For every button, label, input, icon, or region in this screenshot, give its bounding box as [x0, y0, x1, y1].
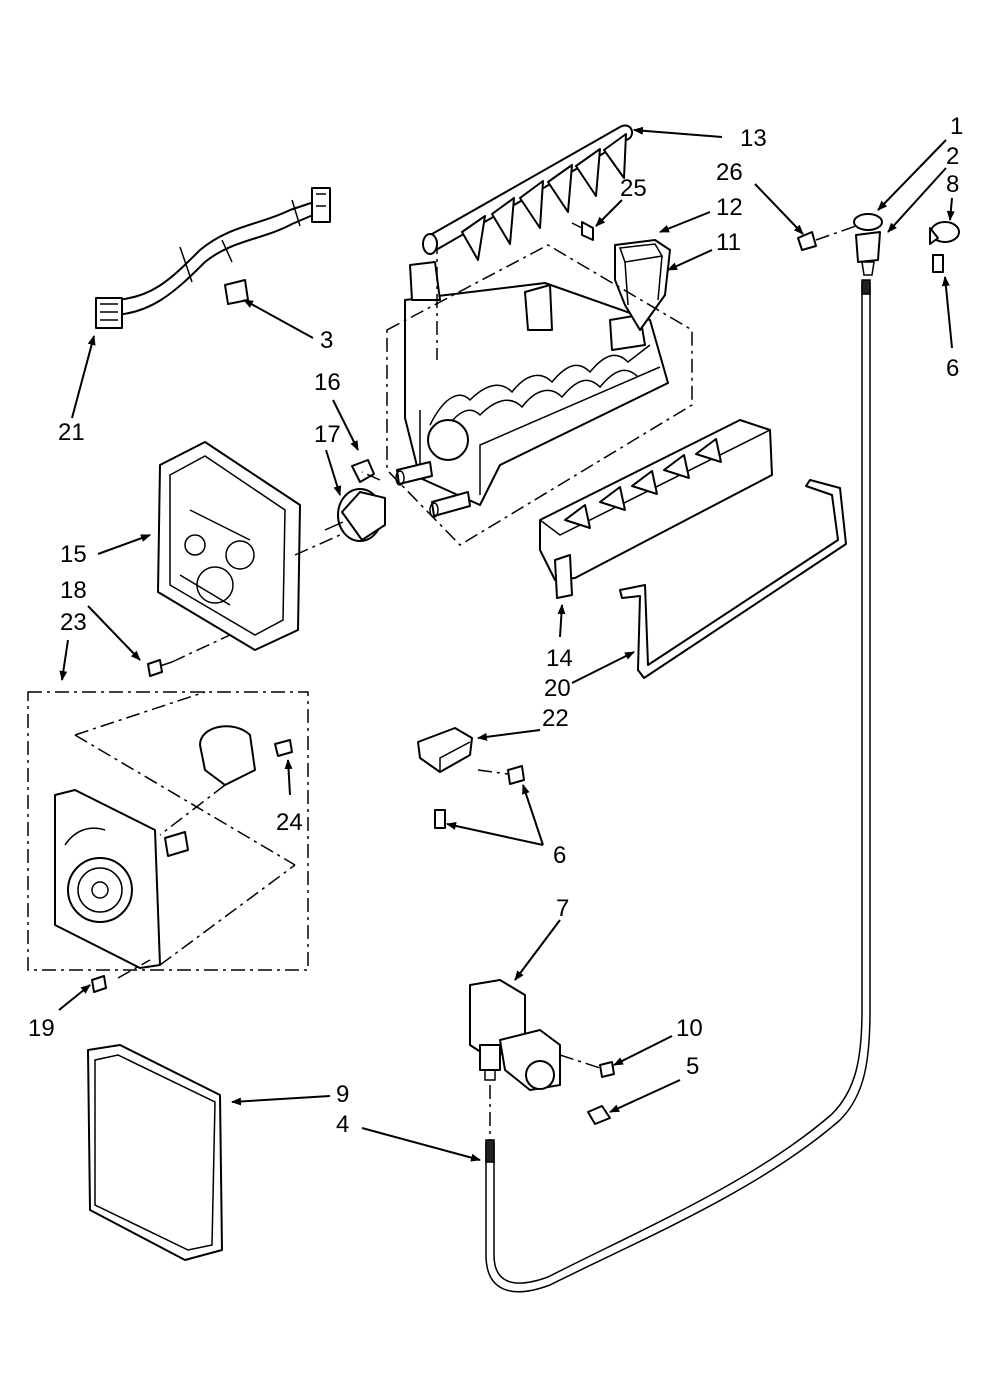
wire-harness-part	[95, 187, 331, 329]
screws-6-middle-part	[434, 765, 525, 829]
callout-12: 12	[716, 194, 743, 221]
fitting-part	[853, 213, 883, 276]
screw-18-part	[147, 659, 173, 677]
callout-6b: 6	[553, 842, 566, 869]
cover-9-part	[87, 1044, 223, 1261]
stripper-part	[539, 419, 773, 599]
clamp-8-part	[929, 221, 960, 245]
bracket-22-part	[417, 727, 473, 773]
callout-8: 8	[946, 171, 959, 198]
callout-4: 4	[336, 1111, 349, 1138]
callout-9: 9	[336, 1081, 349, 1108]
callout-18: 18	[60, 577, 87, 604]
mold-group-outline	[386, 244, 693, 546]
callout-25: 25	[620, 175, 647, 202]
callout-13: 13	[740, 125, 767, 152]
motor-assembly-group	[27, 691, 309, 971]
callout-6a: 6	[946, 355, 959, 382]
callout-10: 10	[676, 1015, 703, 1042]
screw-6-right-part	[932, 254, 944, 273]
callout-7: 7	[556, 895, 569, 922]
clip-16-part	[351, 459, 375, 483]
fill-cup-part	[614, 239, 671, 331]
callout-1: 1	[950, 113, 963, 140]
screw-26-part	[797, 231, 817, 251]
screw-10-part	[599, 1061, 615, 1078]
screw-25-part	[571, 221, 594, 241]
callout-24: 24	[276, 809, 303, 836]
callout-16: 16	[314, 369, 341, 396]
water-valve-part	[469, 979, 561, 1091]
leader-lines	[58, 126, 955, 1162]
clip-5-part	[587, 1105, 611, 1125]
callout-11: 11	[716, 229, 741, 256]
screw-19-part	[91, 975, 107, 993]
screw-24-part	[274, 739, 293, 757]
callout-19: 19	[28, 1015, 55, 1042]
ejector-part	[422, 124, 634, 261]
control-module-part	[157, 441, 301, 651]
water-tube-part	[485, 279, 871, 1293]
callout-20: 20	[544, 675, 571, 702]
callout-21: 21	[58, 419, 85, 446]
callout-22: 22	[542, 705, 569, 732]
callout-2: 2	[946, 143, 959, 170]
callout-26: 26	[716, 159, 743, 186]
callout-3: 3	[320, 327, 333, 354]
callout-14: 14	[546, 645, 573, 672]
callout-labels: 1 2 3 4 5 6 6 7 8 9 10 11 12 13 14 15 16…	[28, 113, 963, 1138]
alignment-lines	[117, 225, 857, 1140]
callout-17: 17	[314, 421, 341, 448]
callout-15: 15	[60, 541, 87, 568]
callout-23: 23	[60, 609, 87, 636]
motor-17-part	[324, 488, 386, 542]
callout-5: 5	[686, 1053, 699, 1080]
shutoff-arm-part	[619, 479, 847, 679]
